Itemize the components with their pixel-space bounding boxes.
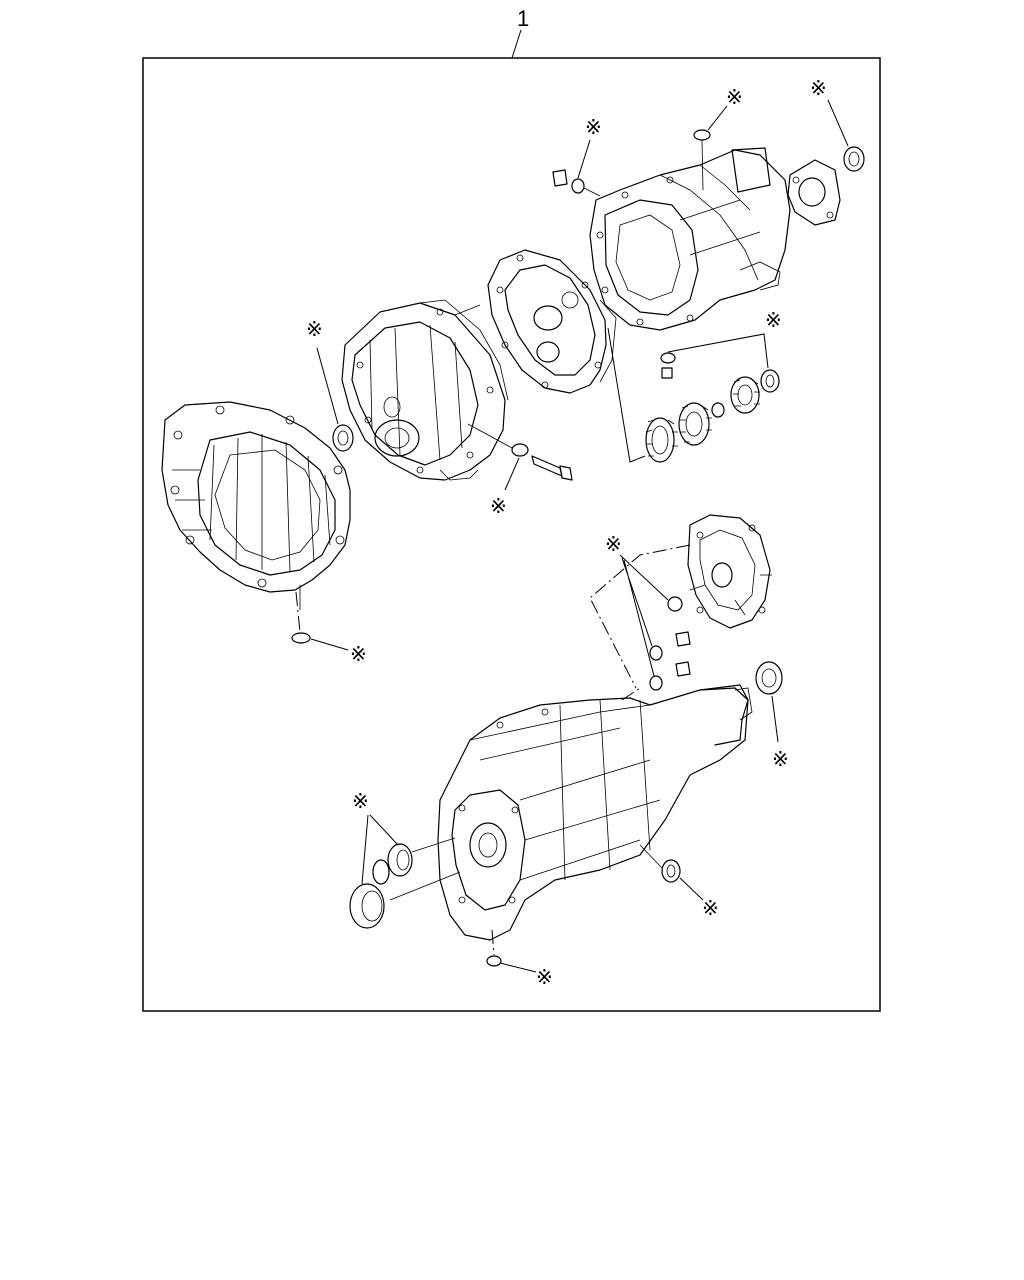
cover-bolt-1 <box>675 631 691 647</box>
breather-washer <box>693 129 711 141</box>
shaft-plug <box>661 367 673 379</box>
marker-extension-seal: ※ <box>810 76 827 100</box>
intermediate-plate <box>487 249 617 394</box>
case-bolt <box>531 455 563 477</box>
marker-cover-o-rings: ※ <box>605 532 622 556</box>
marker-main-drain: ※ <box>536 965 553 989</box>
front-case <box>341 299 509 481</box>
marker-breather: ※ <box>726 85 743 109</box>
marker-input-seals: ※ <box>352 789 369 813</box>
input-shaft-oil-seal <box>349 883 385 929</box>
input-bearing-seal <box>387 843 413 877</box>
extension-oil-seal <box>843 146 865 172</box>
shaft-o-ring <box>660 352 676 364</box>
marker-bell-drain: ※ <box>350 642 367 666</box>
marker-plug: ※ <box>585 115 602 139</box>
main-case-top-cover <box>731 147 771 193</box>
input-o-ring <box>372 859 390 885</box>
bell-housing <box>161 401 351 610</box>
marker-side-seal: ※ <box>702 896 719 920</box>
cover-o-ring-3 <box>649 675 663 691</box>
marker-output-seal: ※ <box>772 747 789 771</box>
output-oil-seal <box>755 661 783 695</box>
assembly-leader-line <box>511 29 522 59</box>
marker-gear-cluster: ※ <box>765 308 782 332</box>
snap-ring <box>711 402 725 418</box>
counter-gear <box>645 417 678 463</box>
plug-o-ring <box>571 178 585 194</box>
marker-case-washer: ※ <box>490 494 507 518</box>
transmission-main-housing <box>437 684 753 941</box>
assembly-frame <box>142 57 881 1012</box>
side-shaft-seal <box>661 859 681 883</box>
reverse-gear <box>730 376 760 414</box>
case-bolt-washer <box>511 443 529 457</box>
marker-bell-seal: ※ <box>306 317 323 341</box>
assembly-number-label: 1 <box>517 6 529 31</box>
bell-housing-oil-seal <box>332 424 354 452</box>
cover-bolt-2 <box>675 661 691 677</box>
extension-housing <box>787 159 841 226</box>
transfer-cover <box>687 514 772 629</box>
main-housing-drain-washer <box>486 955 502 967</box>
gear-bearing <box>760 369 780 393</box>
bell-housing-drain-washer <box>291 632 311 644</box>
cover-o-ring-2 <box>649 645 663 661</box>
main-case <box>589 147 791 331</box>
drive-gear <box>678 402 712 446</box>
cover-o-ring-1 <box>667 596 683 612</box>
plug-bolt <box>552 169 568 187</box>
